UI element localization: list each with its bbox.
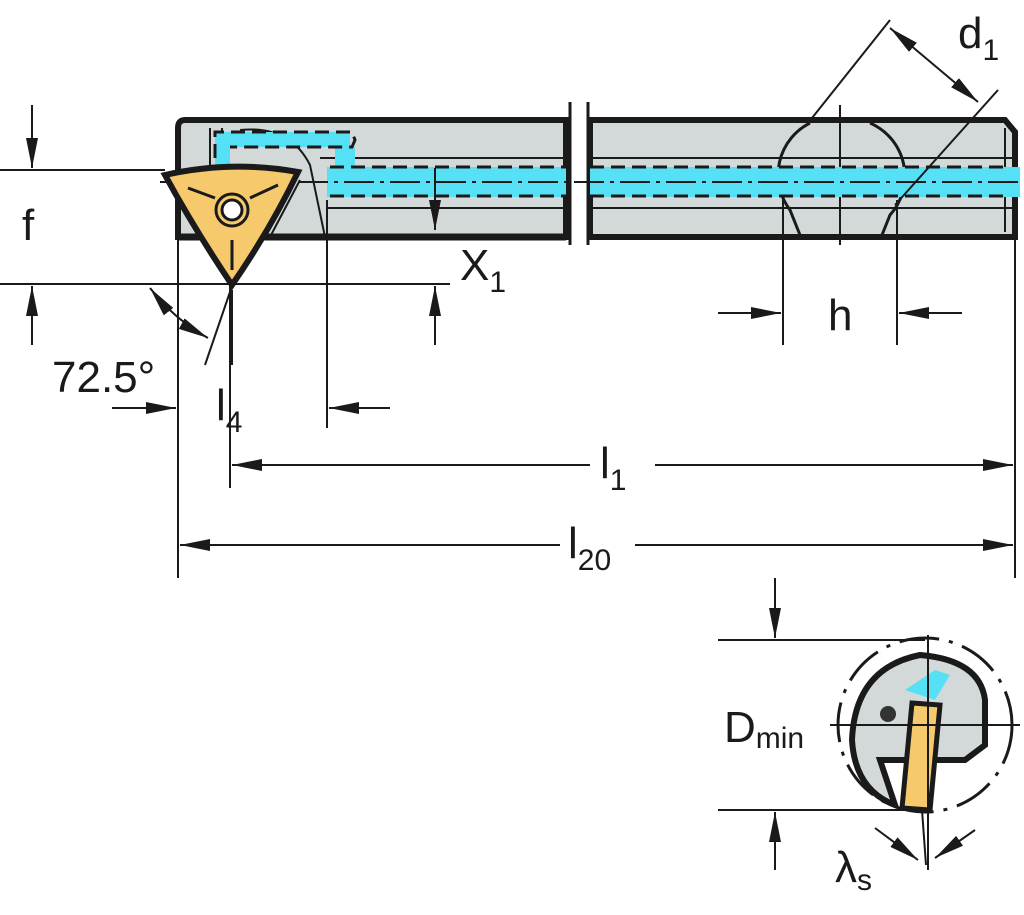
- label-x1: X1: [460, 241, 506, 299]
- label-h: h: [828, 291, 852, 340]
- label-dmin: Dmin: [724, 703, 804, 755]
- label-f: f: [22, 201, 35, 250]
- label-lambda-s: λs: [835, 843, 872, 897]
- dimension-lines: [0, 19, 1016, 578]
- label-d1: d1: [958, 9, 999, 67]
- label-angle: 72.5°: [52, 353, 155, 402]
- end-view: [718, 578, 1020, 870]
- label-l4: l4: [216, 381, 242, 439]
- label-l1: l1: [600, 439, 626, 497]
- triangular-insert: [160, 163, 303, 291]
- label-l20: l20: [568, 519, 611, 577]
